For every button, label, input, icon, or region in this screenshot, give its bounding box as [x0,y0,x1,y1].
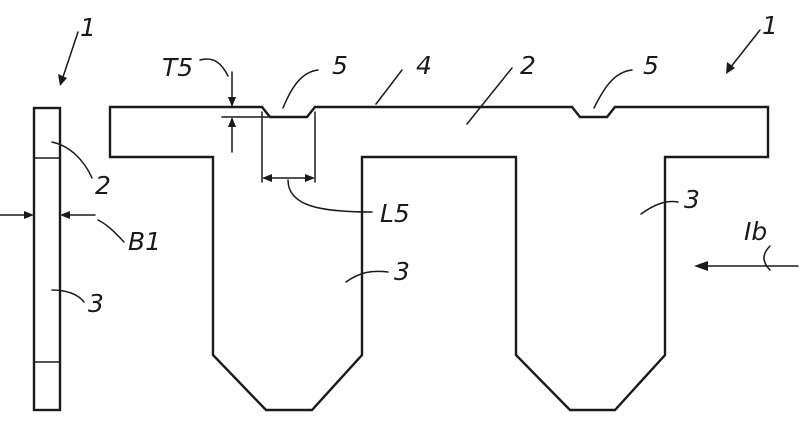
label-ref-l5: L5 [380,199,410,228]
l5-arrowhead-left [262,174,272,182]
label-ref-3-side: 3 [88,289,104,318]
t5-arrowhead-top [228,97,236,107]
label-ref-3-left-tooth: 3 [394,257,410,286]
front-view [108,71,799,412]
b1-arrowhead-right [60,211,70,219]
label-ref-view-ib: Ib [744,217,767,246]
label-ref-b1: B1 [128,227,161,256]
leader-1-left [61,31,79,81]
view-arrowhead [694,261,708,271]
leader-3-left-tooth [345,270,389,283]
leader-ib [763,245,771,271]
leader-3-right-tooth [640,200,679,215]
label-ref-3-right-tooth: 3 [684,185,700,214]
label-ref-4: 4 [416,51,432,80]
label-ref-5-left: 5 [332,51,348,80]
b1-arrowhead-left [24,211,34,219]
t5-arrowhead-bottom [228,117,236,127]
leader-1-right-arrowhead [726,62,735,74]
leader-5-left [282,69,319,109]
leader-3-side [51,289,85,303]
reference-labels: 1 1 T5 5 4 2 5 2 B1 3 L5 3 3 Ib [80,11,778,318]
l5-arrowhead-right [305,174,315,182]
label-ref-1-left: 1 [80,13,96,42]
leader-l5 [287,179,373,213]
side-view-outline [32,106,62,412]
leader-2-side [51,141,93,179]
leader-5-right [593,69,633,109]
leader-1-right [729,29,761,69]
leader-b1 [97,219,125,243]
front-view-outline [108,105,770,412]
leader-t5 [199,58,229,77]
label-ref-5-right: 5 [643,51,659,80]
leader-1-left-arrowhead [58,74,67,86]
leader-lines [51,29,771,303]
label-ref-2-top: 2 [520,51,536,80]
leader-4 [375,69,403,105]
side-view [0,106,96,412]
label-ref-1-right: 1 [762,11,778,40]
label-ref-t5: T5 [162,53,193,82]
label-ref-2-side: 2 [95,171,111,200]
leader-2-top [466,67,513,125]
